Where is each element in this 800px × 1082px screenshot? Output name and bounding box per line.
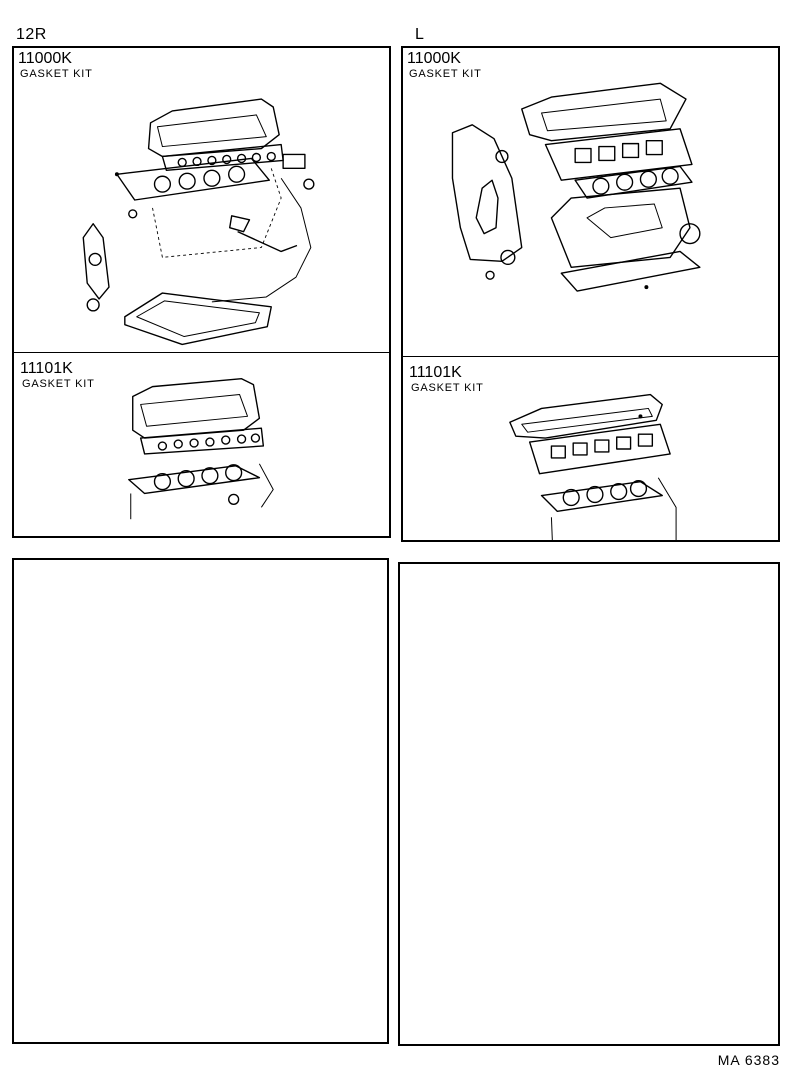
section-l-11000k[interactable]: 11000K GASKET KIT xyxy=(403,48,778,356)
panel-l-kits: 11000K GASKET KIT xyxy=(401,46,780,542)
part-number: 11000K xyxy=(407,50,461,67)
part-number: 11101K xyxy=(20,360,73,377)
gasket-kit-11000k-l-illustration xyxy=(451,82,701,292)
section-divider xyxy=(14,352,389,353)
part-number: 11101K xyxy=(409,364,462,381)
part-name: GASKET KIT xyxy=(20,68,93,80)
part-name: GASKET KIT xyxy=(409,68,482,80)
part-name: GASKET KIT xyxy=(411,382,484,394)
panel-empty-right xyxy=(398,562,780,1046)
section-12r-11000k[interactable]: 11000K GASKET KIT xyxy=(14,48,389,352)
engine-label-12r: 12R xyxy=(16,26,47,43)
gasket-kit-11101k-12r-illustration xyxy=(128,378,274,520)
panel-empty-left xyxy=(12,558,389,1044)
panel-12r-kits: 11000K GASKET KIT xyxy=(12,46,391,538)
part-name: GASKET KIT xyxy=(22,378,95,390)
section-divider xyxy=(403,356,778,357)
engine-label-l: L xyxy=(415,26,425,43)
section-l-11101k[interactable]: 11101K GASKET KIT xyxy=(403,358,778,540)
section-12r-11101k[interactable]: 11101K GASKET KIT xyxy=(14,354,389,536)
gasket-kit-11000k-12r-illustration xyxy=(82,98,315,346)
drawing-reference-number: MA 6383 xyxy=(717,1052,780,1068)
part-number: 11000K xyxy=(18,50,72,67)
gasket-kit-11101k-l-illustration xyxy=(509,393,677,540)
